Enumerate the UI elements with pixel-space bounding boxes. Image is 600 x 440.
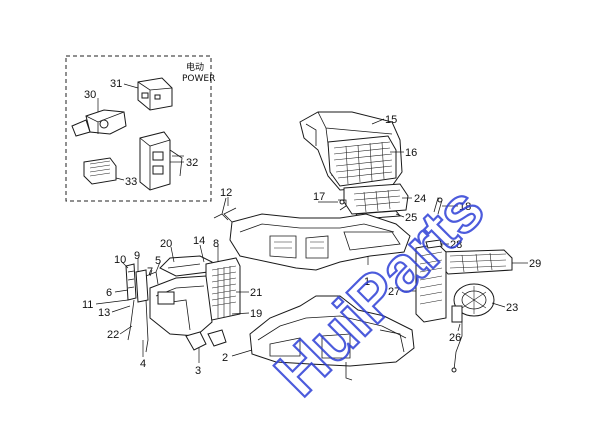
part-29-filter <box>439 249 513 275</box>
callout-30: 30 <box>84 89 96 101</box>
callout-23: 23 <box>506 302 518 314</box>
callout-6: 6 <box>106 287 112 299</box>
callout-28: 28 <box>450 239 462 251</box>
part-30-actuator <box>71 109 127 137</box>
callout-22: 22 <box>107 329 119 341</box>
callout-1: 1 <box>364 276 370 288</box>
part-23-blower-motor <box>451 283 495 323</box>
callout-2: 2 <box>222 352 228 364</box>
callout-33: 33 <box>125 176 137 188</box>
callout-12: 12 <box>220 187 232 199</box>
callout-4: 4 <box>140 358 146 370</box>
part-19-heater-case <box>149 275 213 337</box>
part-33-resistor <box>83 157 117 185</box>
part-17-clip <box>338 199 347 211</box>
part-12-hanger <box>213 197 229 221</box>
callout-24: 24 <box>414 193 426 205</box>
callout-25: 25 <box>405 212 417 224</box>
callout-20: 20 <box>160 238 172 250</box>
callout-26: 26 <box>449 332 461 344</box>
callout-19: 19 <box>250 308 262 320</box>
callout-11: 11 <box>82 299 93 311</box>
callout-29: 29 <box>529 258 541 270</box>
power-components-inset: 电动 POWER <box>65 55 215 202</box>
callout-15: 15 <box>385 114 397 126</box>
part-18-clamp <box>433 197 443 215</box>
part-20-heater-pipe <box>159 255 213 277</box>
callout-numbers: 1 2 3 4 5 6 7 8 9 10 11 12 13 14 15 16 1… <box>82 78 541 377</box>
callout-3: 3 <box>195 365 201 377</box>
part-10-actuator <box>125 263 137 301</box>
callout-17: 17 <box>313 191 325 203</box>
part-22-rod <box>127 299 149 353</box>
part-3-bracket <box>185 329 227 351</box>
part-2-lower-case <box>249 295 415 381</box>
inset-dashed-frame <box>65 55 212 202</box>
callout-13: 13 <box>98 307 110 319</box>
inset-label-en: POWER <box>182 74 215 84</box>
callout-14: 14 <box>193 235 205 247</box>
part-16-evaporator-core <box>327 135 397 187</box>
callout-16: 16 <box>405 147 417 159</box>
callout-27: 27 <box>388 286 400 298</box>
callout-9: 9 <box>134 250 140 262</box>
part-26-wire <box>451 322 463 373</box>
callout-18: 18 <box>459 201 471 213</box>
callout-8: 8 <box>213 238 219 250</box>
leader-lines <box>95 118 528 363</box>
part-21-heater-core <box>205 257 241 321</box>
callout-5: 5 <box>155 255 161 267</box>
part-31-actuator <box>137 77 173 111</box>
callout-32: 32 <box>186 157 198 169</box>
part-24-filter-frame <box>343 183 409 215</box>
part-1-main-duct <box>223 207 411 271</box>
inset-label-cn: 电动 <box>186 61 204 73</box>
callout-21: 21 <box>250 287 262 299</box>
part-32-control-module <box>139 131 183 191</box>
callout-31: 31 <box>110 78 122 90</box>
callout-10: 10 <box>114 254 126 266</box>
callout-7: 7 <box>147 266 153 278</box>
part-9-lever <box>135 269 149 303</box>
part-28-cover <box>425 239 443 249</box>
